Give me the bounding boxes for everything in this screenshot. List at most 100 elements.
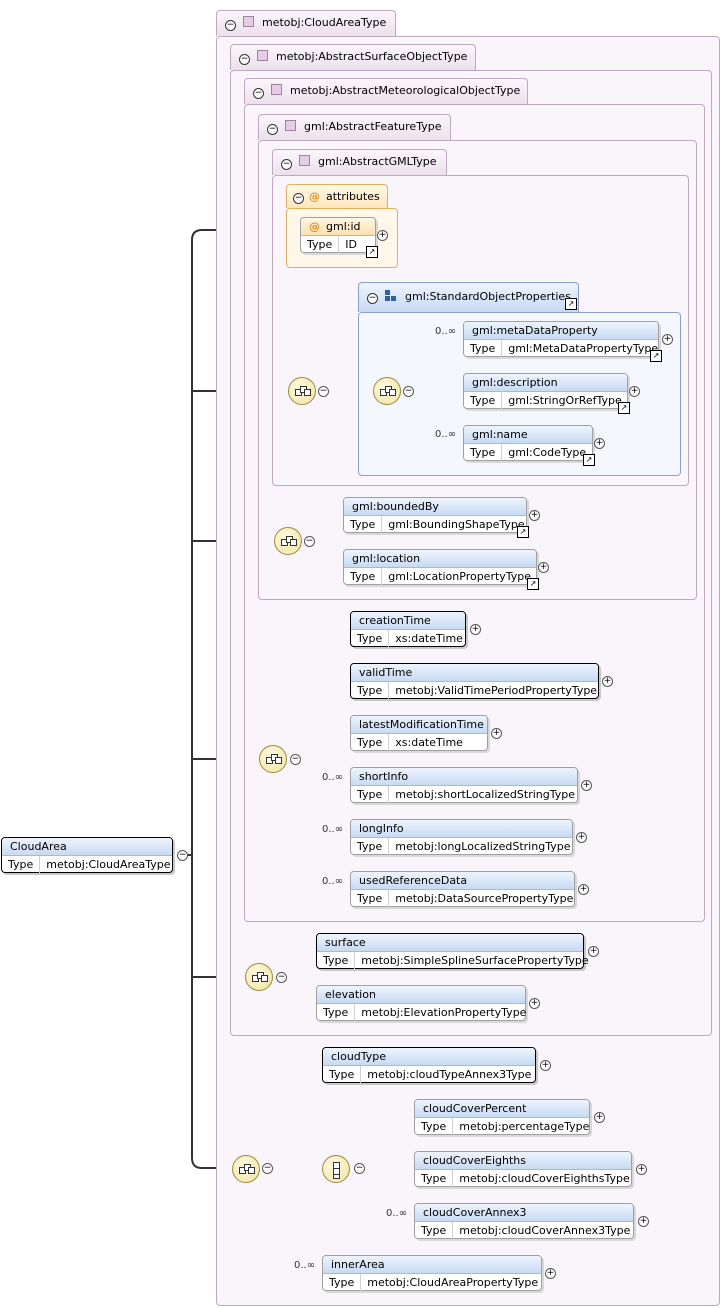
attributes-tab[interactable]: −@attributes xyxy=(286,184,388,208)
expand-icon[interactable]: + xyxy=(578,884,589,895)
sequence-compositor-gml[interactable] xyxy=(288,377,316,405)
jump-to-type-icon[interactable]: ↗ xyxy=(517,526,529,538)
type-key: Type xyxy=(415,1222,454,1239)
type-value: metobj:ElevationPropertyType xyxy=(361,1006,527,1019)
expand-icon[interactable]: + xyxy=(594,438,605,449)
cloud-area-type-tab[interactable]: −metobj:CloudAreaType xyxy=(216,10,396,36)
abstract-gml-type-tab[interactable]: − gml:AbstractGMLType xyxy=(272,149,447,175)
standard-object-properties-tab[interactable]: −gml:StandardObjectProperties xyxy=(358,282,579,312)
expand-icon[interactable]: + xyxy=(581,780,592,791)
expand-icon[interactable]: + xyxy=(540,1060,551,1071)
collapse-icon[interactable]: − xyxy=(262,1163,273,1174)
collapse-icon[interactable]: − xyxy=(403,386,414,397)
type-value: metobj:percentageType xyxy=(459,1120,590,1133)
element-name: gml:boundedBy xyxy=(344,498,526,516)
expand-icon[interactable]: + xyxy=(638,1216,649,1227)
choice-compositor-cloud-cover[interactable] xyxy=(322,1155,350,1183)
type-key: Type xyxy=(415,1170,454,1187)
sequence-icon xyxy=(380,386,396,396)
collapse-icon[interactable]: − xyxy=(239,54,250,65)
expand-icon[interactable]: + xyxy=(594,1112,605,1123)
type-label: gml:AbstractGMLType xyxy=(318,155,437,168)
sequence-compositor-surface[interactable] xyxy=(245,963,273,991)
expand-icon[interactable]: + xyxy=(629,386,640,397)
expand-icon[interactable]: + xyxy=(545,1268,556,1279)
jump-to-group-icon[interactable]: ↗ xyxy=(565,298,577,310)
collapse-icon[interactable]: − xyxy=(367,293,378,304)
type-value: xs:dateTime xyxy=(395,632,463,645)
element-name: gml:metaDataProperty xyxy=(464,322,658,340)
collapse-icon[interactable]: − xyxy=(318,386,329,397)
type-key: Type xyxy=(351,630,390,647)
type-value: gml:MetaDataPropertyType xyxy=(508,342,659,355)
collapse-icon[interactable]: − xyxy=(276,972,287,983)
abstract-surface-type-tab[interactable]: −metobj:AbstractSurfaceObjectType xyxy=(230,44,476,70)
element-name: surface xyxy=(317,934,583,952)
type-key: Type xyxy=(323,1274,362,1291)
expand-icon[interactable]: + xyxy=(538,562,549,573)
jump-to-type-icon[interactable]: ↗ xyxy=(366,246,378,258)
jump-to-type-icon[interactable]: ↗ xyxy=(618,402,630,414)
expand-icon[interactable]: + xyxy=(377,230,388,241)
jump-to-type-icon[interactable]: ↗ xyxy=(527,578,539,590)
collapse-icon[interactable]: − xyxy=(253,88,264,99)
collapse-icon[interactable]: − xyxy=(290,754,301,765)
complex-type-icon xyxy=(285,120,296,131)
collapse-icon[interactable]: − xyxy=(354,1163,365,1174)
jump-to-type-icon[interactable]: ↗ xyxy=(650,350,662,362)
sequence-compositor-feature[interactable] xyxy=(274,527,302,555)
collapse-icon[interactable]: − xyxy=(225,20,236,31)
element-name: gml:id xyxy=(326,220,361,233)
expand-icon[interactable]: + xyxy=(491,728,502,739)
collapse-icon[interactable]: − xyxy=(293,193,304,204)
element-name: shortInfo xyxy=(351,768,577,786)
cardinality-label: 0..∞ xyxy=(322,876,344,887)
type-value: metobj:CloudAreaPropertyType xyxy=(367,1276,539,1289)
element-name: cloudType xyxy=(323,1048,535,1066)
expand-icon[interactable]: + xyxy=(588,946,599,957)
expand-icon[interactable]: + xyxy=(529,510,540,521)
type-value: metobj:SimpleSplineSurfacePropertyType xyxy=(361,954,589,967)
collapse-icon[interactable]: − xyxy=(281,159,292,170)
abstract-meteorological-type-tab[interactable]: −metobj:AbstractMeteorologicalObjectType xyxy=(244,78,528,104)
type-key: Type xyxy=(344,568,383,585)
element-name: creationTime xyxy=(351,612,465,630)
sequence-compositor-meteorological[interactable] xyxy=(259,745,287,773)
sequence-compositor-cloud[interactable] xyxy=(232,1155,260,1183)
collapse-icon[interactable]: − xyxy=(267,124,278,135)
expand-icon[interactable]: + xyxy=(602,676,613,687)
expand-icon[interactable]: + xyxy=(529,998,540,1009)
cardinality-label: 0..∞ xyxy=(322,824,344,835)
type-key: Type xyxy=(317,1004,356,1021)
expand-icon[interactable]: + xyxy=(470,624,481,635)
expand-icon[interactable]: + xyxy=(662,334,673,345)
collapse-icon[interactable]: − xyxy=(304,536,315,547)
jump-to-type-icon[interactable]: ↗ xyxy=(583,454,595,466)
expand-icon[interactable]: + xyxy=(636,1164,647,1175)
element-creationtime[interactable]: creationTime Type xs:dateTime xyxy=(350,611,466,647)
type-key: Type xyxy=(351,734,390,751)
collapse-icon[interactable]: − xyxy=(177,850,188,861)
abstract-feature-type-tab[interactable]: −gml:AbstractFeatureType xyxy=(258,114,451,140)
sequence-compositor-standard-props[interactable] xyxy=(373,377,401,405)
expand-icon[interactable]: + xyxy=(576,832,587,843)
